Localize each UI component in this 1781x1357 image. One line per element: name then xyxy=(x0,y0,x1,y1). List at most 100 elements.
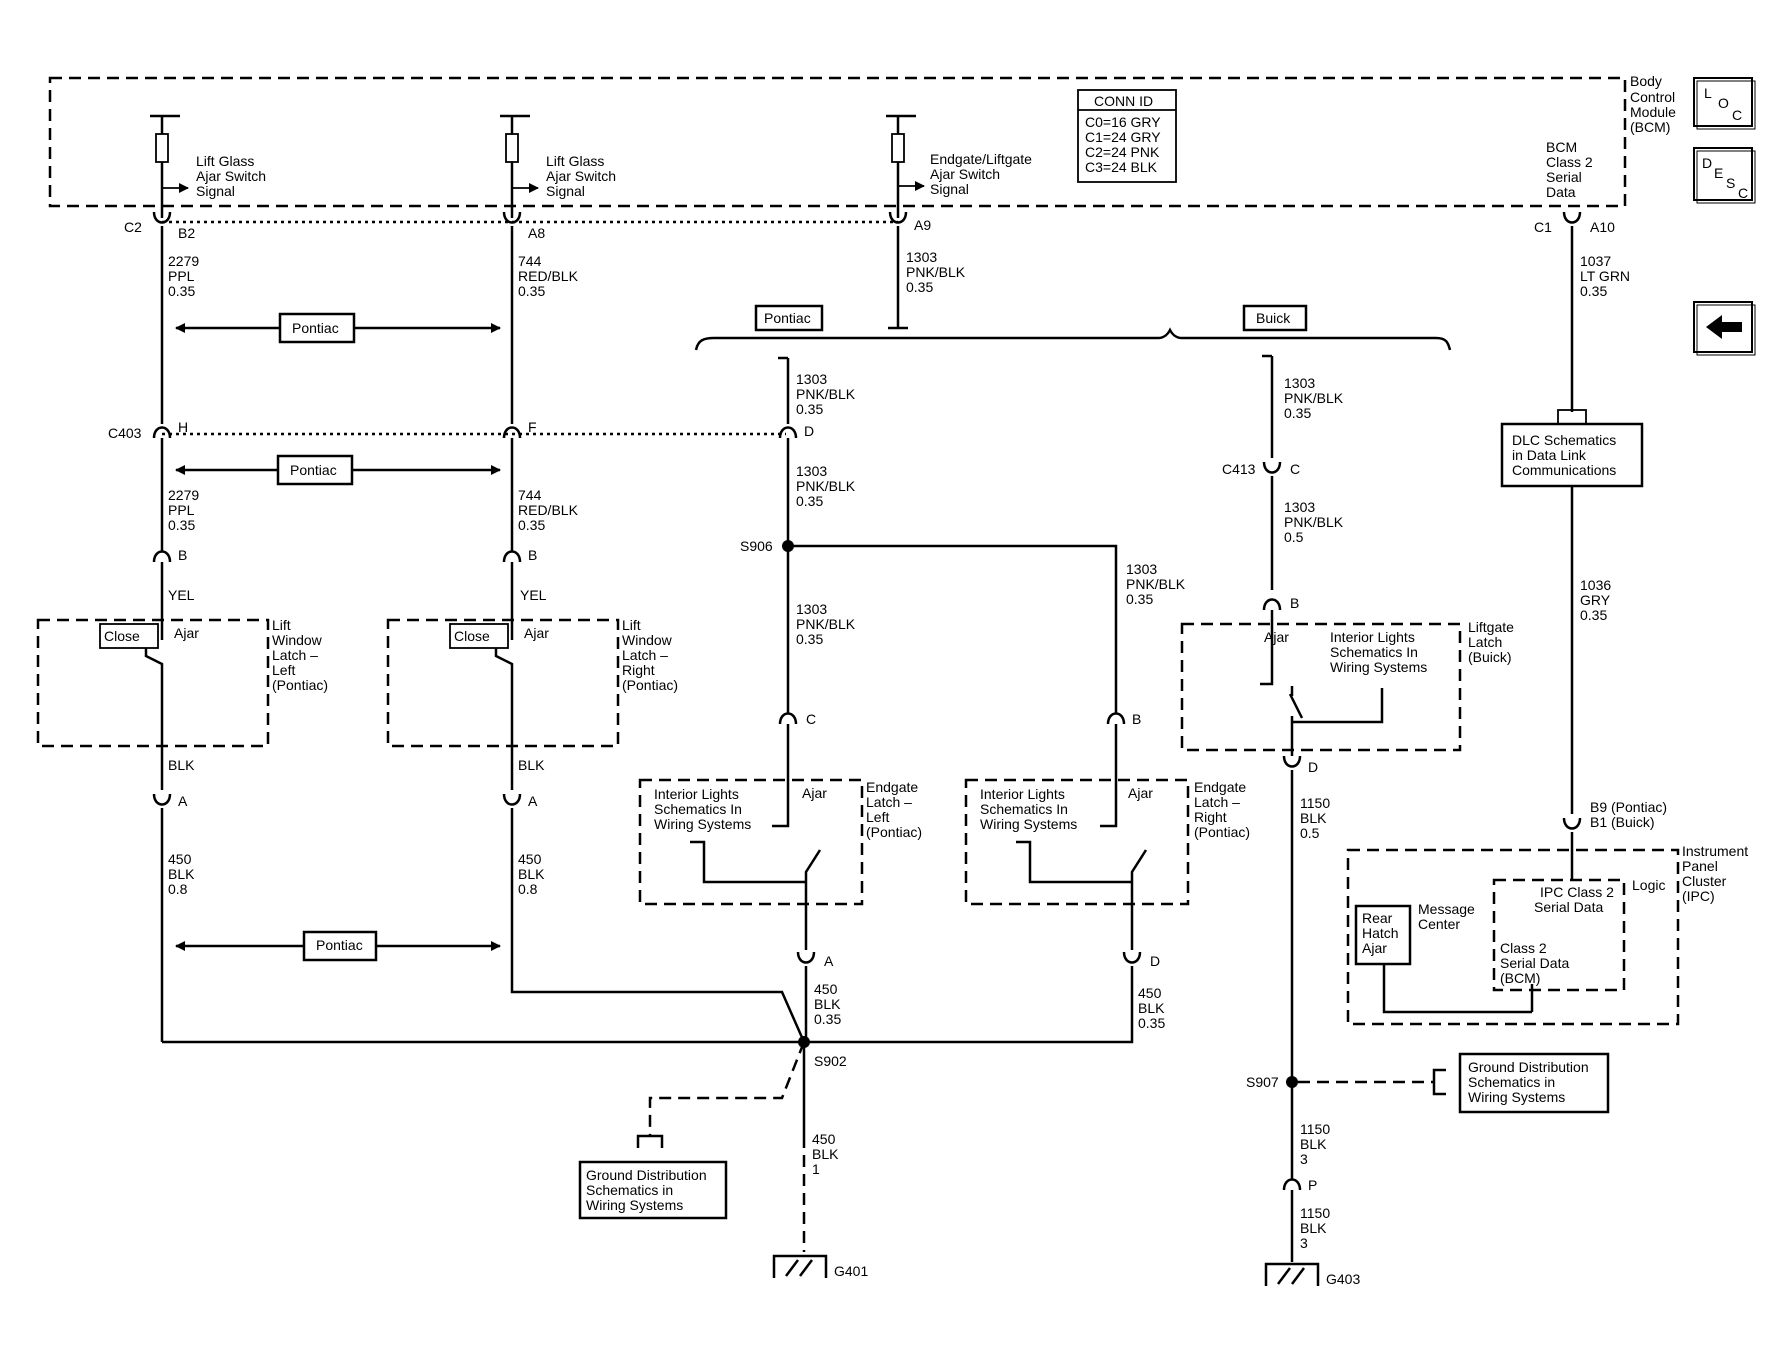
wire-yel-right: YEL xyxy=(520,587,547,603)
svg-text:Endgate: Endgate xyxy=(1194,779,1246,795)
svg-text:Latch –: Latch – xyxy=(1194,794,1240,810)
wire-450-g401-1: BLK xyxy=(812,1146,839,1162)
wire-1303-buick-1: PNK/BLK xyxy=(1284,390,1344,406)
wire-1303-b-2: 0.35 xyxy=(796,401,823,417)
wire-1303-05-0: 1303 xyxy=(1284,499,1315,515)
signal-1-1: Ajar Switch xyxy=(196,168,266,184)
ipc-logic: Logic xyxy=(1632,877,1665,893)
ground-g403: G403 xyxy=(1326,1271,1360,1287)
wire-450-left-1: BLK xyxy=(168,866,195,882)
svg-text:Schematics in: Schematics in xyxy=(586,1182,673,1198)
desc-letter-3: C xyxy=(1738,185,1748,201)
svg-text:Cluster: Cluster xyxy=(1682,873,1727,889)
svg-text:Schematics In: Schematics In xyxy=(1330,644,1418,660)
ipc-pin-b1: B1 (Buick) xyxy=(1590,814,1655,830)
signal-3-0: Endgate/Liftgate xyxy=(930,151,1032,167)
conn-id-row-0: C0=16 GRY xyxy=(1085,114,1161,130)
svg-text:Latch –: Latch – xyxy=(622,647,668,663)
svg-text:Hatch: Hatch xyxy=(1362,925,1399,941)
svg-text:D: D xyxy=(804,423,814,439)
pin-d-endgate-right: D xyxy=(1150,953,1160,969)
svg-text:Interior Lights: Interior Lights xyxy=(1330,629,1415,645)
wire-1150-3b-0: 1150 xyxy=(1300,1205,1330,1221)
wire-1150-3a-2: 3 xyxy=(1300,1151,1308,1167)
wire-1303-d-0: 1303 xyxy=(1126,561,1157,577)
ground-distribution-ref-2[interactable]: Ground Distribution Schematics in Wiring… xyxy=(1458,1052,1610,1114)
pin-a-right: A xyxy=(528,793,538,809)
svg-text:Wiring Systems: Wiring Systems xyxy=(980,816,1077,832)
desc-letter-1: E xyxy=(1714,165,1723,181)
signal-2-0: Lift Glass xyxy=(546,153,604,169)
wire-744-b-2: 0.35 xyxy=(518,517,545,533)
desc-button[interactable]: D E S C xyxy=(1693,147,1756,204)
wire-1303-c-2: 0.35 xyxy=(796,493,823,509)
splice-s907: S907 xyxy=(1246,1074,1279,1090)
pin-c413-c: C xyxy=(1290,461,1300,477)
pin-p: P xyxy=(1308,1177,1317,1193)
wire-1303-d-2: 0.35 xyxy=(1126,591,1153,607)
wire-744-b-1: RED/BLK xyxy=(518,502,579,518)
svg-text:Lift: Lift xyxy=(272,617,291,633)
wire-1303-b-0: 1303 xyxy=(796,371,827,387)
bcm-module: Body Control Module (BCM) CONN ID C0=16 … xyxy=(48,73,1676,218)
ajar-endgate-right: Ajar xyxy=(1128,785,1153,801)
resistor-3 xyxy=(886,114,925,218)
lift-window-latch-right: Close Ajar Lift Window Latch – Right (Po… xyxy=(386,617,678,748)
bcm-name-1: Control xyxy=(1630,89,1675,105)
wire-1150-3b-2: 3 xyxy=(1300,1235,1308,1251)
svg-text:Schematics In: Schematics In xyxy=(654,801,742,817)
pin-b-liftgate: B xyxy=(1290,595,1299,611)
pin-c-endgate-left: C xyxy=(806,711,816,727)
svg-text:H: H xyxy=(178,419,188,435)
svg-text:(IPC): (IPC) xyxy=(1682,888,1715,904)
ground-g403-icon xyxy=(1264,1262,1320,1286)
bcm-serial-2: Serial xyxy=(1546,169,1582,185)
loc-letter-1: O xyxy=(1718,95,1729,111)
wire-2279-a-0: 2279 xyxy=(168,253,199,269)
dlc-2: Communications xyxy=(1512,462,1616,478)
conn-id-title: CONN ID xyxy=(1094,93,1153,109)
svg-text:Liftgate: Liftgate xyxy=(1468,619,1514,635)
resistor-2 xyxy=(500,114,539,218)
dlc-schematics-ref[interactable]: DLC Schematics in Data Link Communicatio… xyxy=(1500,422,1644,488)
desc-letter-0: D xyxy=(1702,155,1712,171)
svg-text:Rear: Rear xyxy=(1362,910,1393,926)
signal-2-1: Ajar Switch xyxy=(546,168,616,184)
pin-a-left: A xyxy=(178,793,188,809)
svg-text:Right: Right xyxy=(1194,809,1227,825)
svg-text:Left: Left xyxy=(866,809,889,825)
liftgate-latch-buick: Ajar Interior Lights Schematics In Wirin… xyxy=(1180,619,1514,756)
wire-450-right-2: 0.8 xyxy=(518,881,538,897)
ground-distribution-ref-1[interactable]: Ground Distribution Schematics in Wiring… xyxy=(578,1160,728,1220)
wire-450-endgate-right-0: 450 xyxy=(1138,985,1162,1001)
conn-c413: C413 xyxy=(1222,461,1256,477)
resistor-1 xyxy=(150,114,189,218)
svg-text:Schematics In: Schematics In xyxy=(980,801,1068,817)
wire-1303-b-1: PNK/BLK xyxy=(796,386,856,402)
wire-450-left-0: 450 xyxy=(168,851,192,867)
wire-1150-3a-0: 1150 xyxy=(1300,1121,1330,1137)
svg-text:Wiring Systems: Wiring Systems xyxy=(1330,659,1427,675)
loc-button[interactable]: L O C xyxy=(1693,77,1756,130)
wire-1303-c-0: 1303 xyxy=(796,463,827,479)
wire-1303-buick-2: 0.35 xyxy=(1284,405,1311,421)
wire-blk-right: BLK xyxy=(518,757,545,773)
back-button[interactable] xyxy=(1693,301,1756,356)
signal-1-0: Lift Glass xyxy=(196,153,254,169)
wire-1036-0: 1036 xyxy=(1580,577,1611,593)
conn-id-row-3: C3=24 BLK xyxy=(1085,159,1158,175)
wire-1303-e-2: 0.35 xyxy=(796,631,823,647)
svg-text:Endgate: Endgate xyxy=(866,779,918,795)
conn-id-row-1: C1=24 GRY xyxy=(1085,129,1161,145)
svg-text:(Pontiac): (Pontiac) xyxy=(622,677,678,693)
lift-window-latch-left: Close Ajar Lift Window Latch – Left (Pon… xyxy=(36,617,328,748)
wire-1150-3a-1: BLK xyxy=(1300,1136,1327,1152)
wire-2279-a-1: PPL xyxy=(168,268,195,284)
wire-1150-3b-1: BLK xyxy=(1300,1220,1327,1236)
pin-c2-b2: B2 xyxy=(152,211,195,241)
pin-a-endgate-left: A xyxy=(824,953,834,969)
svg-text:B2: B2 xyxy=(178,225,195,241)
instrument-panel-cluster: Instrument Panel Cluster (IPC) Logic IPC… xyxy=(1346,843,1748,1026)
pin-b-endgate-right: B xyxy=(1132,711,1141,727)
dlc-0: DLC Schematics xyxy=(1512,432,1616,448)
